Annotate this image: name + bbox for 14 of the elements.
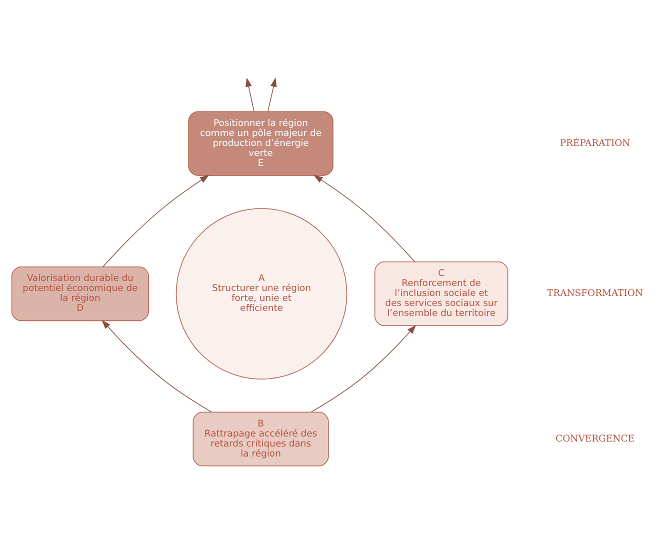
node-box: Positionner la région comme un pôle majeur de production d’énergie verte E [188, 110, 334, 176]
node-box: C Renforcement de l’inclusion sociale et des services sociaux sur l’ensemble du territoire [374, 261, 508, 326]
node-circle: A Structurer une région forte, unie et efficiente [176, 208, 348, 379]
label: PRÉPARATION [560, 137, 630, 148]
arrow [314, 174, 416, 262]
node-box: Valorisation durable du potentiel économique de la région D [11, 266, 149, 321]
arrow [310, 324, 416, 412]
arrow [102, 174, 210, 267]
arrow [102, 319, 212, 412]
arrow [246, 77, 254, 112]
arrow [268, 77, 277, 112]
label: TRANSFORMATION [547, 288, 644, 299]
label: CONVERGENCE [556, 432, 635, 444]
node-box: B Rattrapage accéléré des retards critiques dans la région [192, 411, 329, 466]
